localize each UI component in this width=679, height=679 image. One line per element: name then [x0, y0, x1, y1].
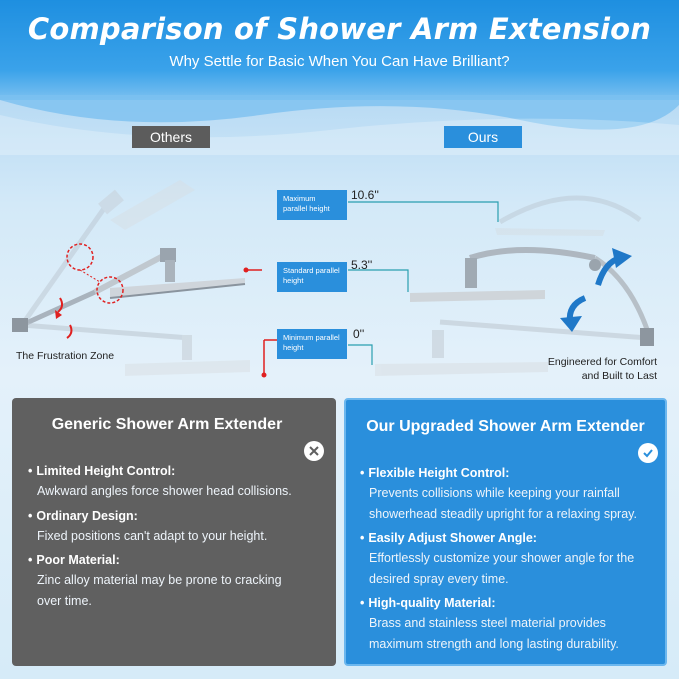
height-value-minimum: 0''	[353, 327, 365, 341]
feature-desc: Awkward angles force shower head collisi…	[37, 484, 292, 498]
water-wave-decoration	[0, 95, 679, 155]
header-band	[0, 0, 679, 100]
caption-frustration-zone: The Frustration Zone	[16, 350, 115, 362]
height-label-standard: Standard parallel height	[277, 262, 347, 292]
collision-marker-bottom	[96, 276, 124, 304]
wall-mount-right	[640, 328, 654, 346]
generic-panel: Generic Shower Arm Extender Limited Heig…	[12, 398, 336, 666]
upgraded-panel-title: Our Upgraded Shower Arm Extender	[366, 418, 645, 435]
upgraded-arm-low	[375, 319, 649, 376]
caption-engineered-line2: and Built to Last	[581, 370, 657, 382]
feature-name: Ordinary Design:	[28, 506, 328, 526]
generic-arm-low	[21, 322, 250, 376]
feature-name: Poor Material:	[28, 550, 328, 570]
feature-desc: over time.	[37, 593, 92, 608]
list-item: Easily Adjust Shower Angle: Effortlessly…	[360, 528, 660, 589]
feature-desc: desired spray every time.	[369, 571, 509, 586]
feature-desc: Effortlessly customize your shower angle…	[369, 551, 635, 565]
generic-feature-list: Limited Height Control: Awkward angles f…	[28, 461, 328, 615]
feature-desc: maximum strength and long lasting durabi…	[369, 636, 619, 651]
caption-engineered-line1: Engineered for Comfort	[547, 356, 657, 368]
list-item: High-quality Material: Brass and stainle…	[360, 593, 660, 654]
list-item: Poor Material: Zinc alloy material may b…	[28, 550, 328, 611]
upgraded-arm-middle	[410, 247, 651, 333]
check-icon	[638, 443, 658, 463]
generic-arm-raised	[19, 180, 195, 327]
upgraded-feature-list: Flexible Height Control: Prevents collis…	[360, 463, 660, 658]
feature-name: Easily Adjust Shower Angle:	[360, 528, 660, 548]
height-label-maximum: Maximum parallel height	[277, 190, 347, 220]
generic-panel-title: Generic Shower Arm Extender	[51, 416, 283, 433]
list-item: Flexible Height Control: Prevents collis…	[360, 463, 660, 524]
feature-desc: showerhead steadily upright for a relaxi…	[369, 506, 637, 521]
tag-others: Others	[132, 126, 210, 148]
feature-desc: Fixed positions can't adapt to your heig…	[37, 528, 268, 543]
upgraded-arm-raised	[495, 195, 642, 236]
feature-name: High-quality Material:	[360, 593, 660, 613]
feature-desc: Zinc alloy material may be prone to crac…	[37, 573, 282, 587]
close-icon	[304, 441, 324, 461]
comparison-diagram	[12, 180, 654, 378]
height-value-maximum: 10.6''	[351, 188, 379, 202]
page-title: Comparison of Shower Arm Extension	[27, 12, 652, 46]
tag-ours: Ours	[444, 126, 522, 148]
page-subtitle: Why Settle for Basic When You Can Have B…	[169, 53, 510, 70]
list-item: Ordinary Design: Fixed positions can't a…	[28, 506, 328, 547]
upgraded-panel: Our Upgraded Shower Arm Extender Flexibl…	[344, 398, 667, 666]
list-item: Limited Height Control: Awkward angles f…	[28, 461, 328, 502]
feature-desc: Prevents collisions while keeping your r…	[369, 486, 620, 500]
height-value-standard: 5.3''	[351, 258, 373, 272]
feature-name: Flexible Height Control:	[360, 463, 660, 483]
height-label-minimum: Minimum parallel height	[277, 329, 347, 359]
feature-name: Limited Height Control:	[28, 461, 328, 481]
feature-desc: Brass and stainless steel material provi…	[369, 616, 606, 630]
generic-arm-middle	[20, 248, 246, 328]
rotate-arrow-icon	[57, 297, 64, 313]
wall-mount-left	[12, 318, 28, 332]
